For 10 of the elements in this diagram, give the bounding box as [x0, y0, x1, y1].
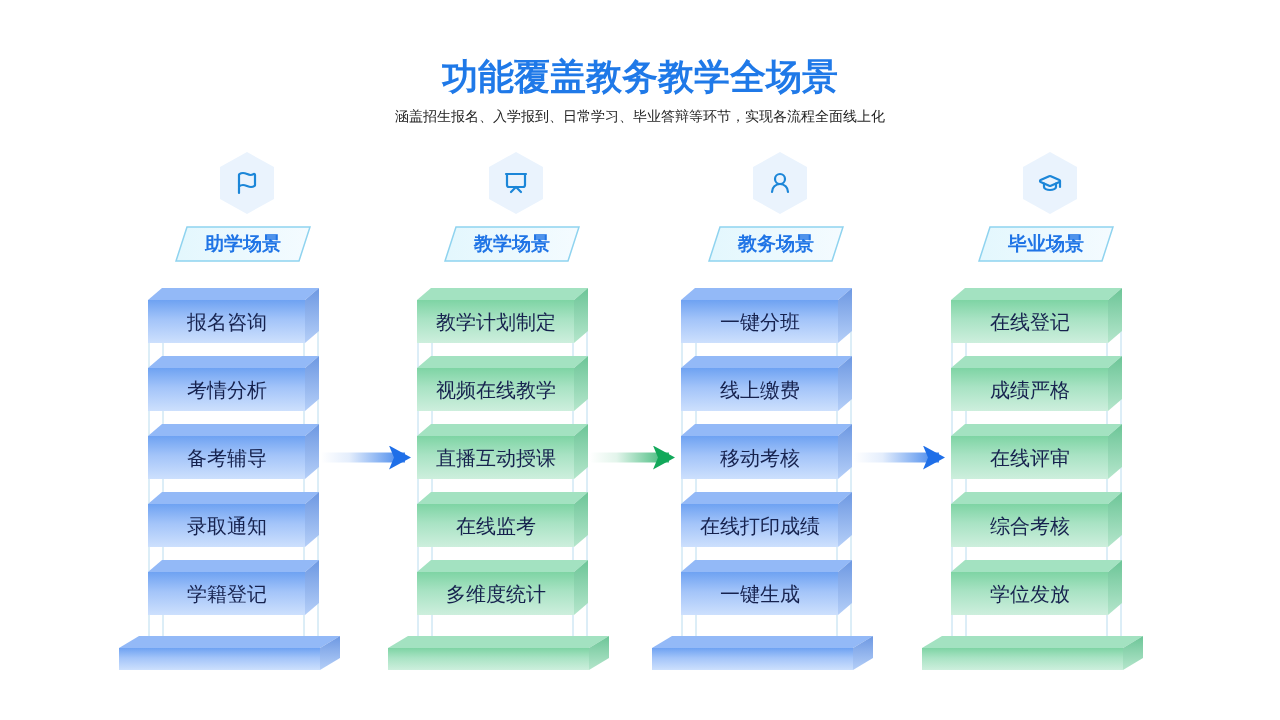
scene-header: 助学场景 — [175, 226, 311, 262]
base-platform — [652, 636, 873, 670]
scene-header: 教学场景 — [444, 226, 580, 262]
scene-header: 毕业场景 — [978, 226, 1114, 262]
base-platform — [119, 636, 340, 670]
subtitle: 涵盖招生报名、入学报到、日常学习、毕业答辩等环节，实现各流程全面线上化 — [395, 107, 885, 126]
scene-header: 教务场景 — [708, 226, 844, 262]
title: 功能覆盖教务教学全场景 — [442, 55, 838, 99]
base-platform — [922, 636, 1143, 670]
base-platform — [388, 636, 609, 670]
